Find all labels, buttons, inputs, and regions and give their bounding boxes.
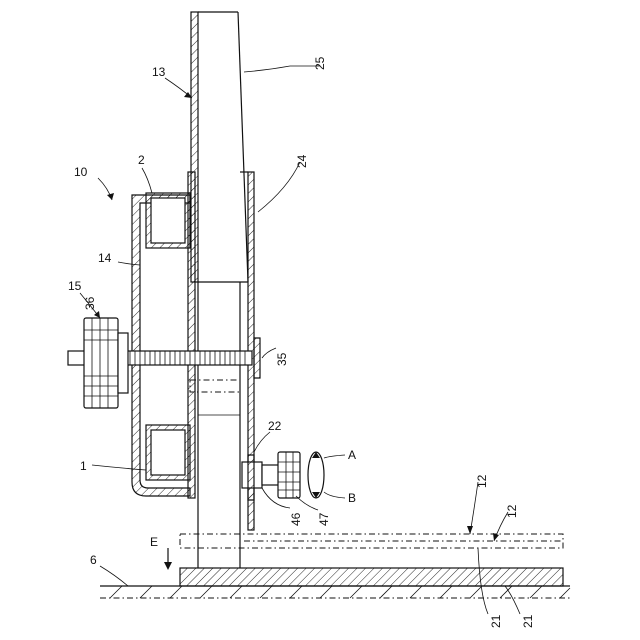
label-35: 35: [275, 352, 289, 366]
label-13: 13: [152, 65, 166, 79]
floor-6: [100, 586, 570, 598]
leader-lines: [80, 66, 520, 614]
arrow-e: [164, 548, 172, 570]
label-24: 24: [295, 154, 309, 168]
label-46: 46: [289, 512, 303, 526]
label-36: 36: [83, 296, 97, 310]
tube-2: [146, 193, 190, 248]
label-21b: 21: [521, 614, 535, 628]
panel-12-phantom: [180, 534, 563, 548]
label-1: 1: [80, 459, 87, 473]
screw-46: [242, 455, 280, 500]
label-b: B: [348, 491, 356, 505]
label-15: 15: [68, 279, 82, 293]
label-10: 10: [74, 165, 88, 179]
label-6: 6: [90, 553, 97, 567]
tube-1: [146, 425, 190, 480]
label-21a: 21: [489, 614, 503, 628]
label-47: 47: [317, 512, 331, 526]
label-a: A: [348, 448, 356, 462]
label-25: 25: [313, 56, 327, 70]
rotation-arrow: [308, 452, 324, 498]
label-2: 2: [138, 153, 145, 167]
knob-47: [278, 452, 300, 498]
post-13: [191, 12, 248, 282]
base-plate-21: [180, 568, 563, 586]
label-e: E: [150, 535, 158, 549]
lower-post: [190, 282, 240, 568]
knob-36: [84, 318, 128, 408]
label-14: 14: [98, 251, 112, 265]
label-12a: 12: [475, 474, 489, 488]
label-22: 22: [268, 419, 282, 433]
label-12b: 12: [505, 504, 519, 518]
